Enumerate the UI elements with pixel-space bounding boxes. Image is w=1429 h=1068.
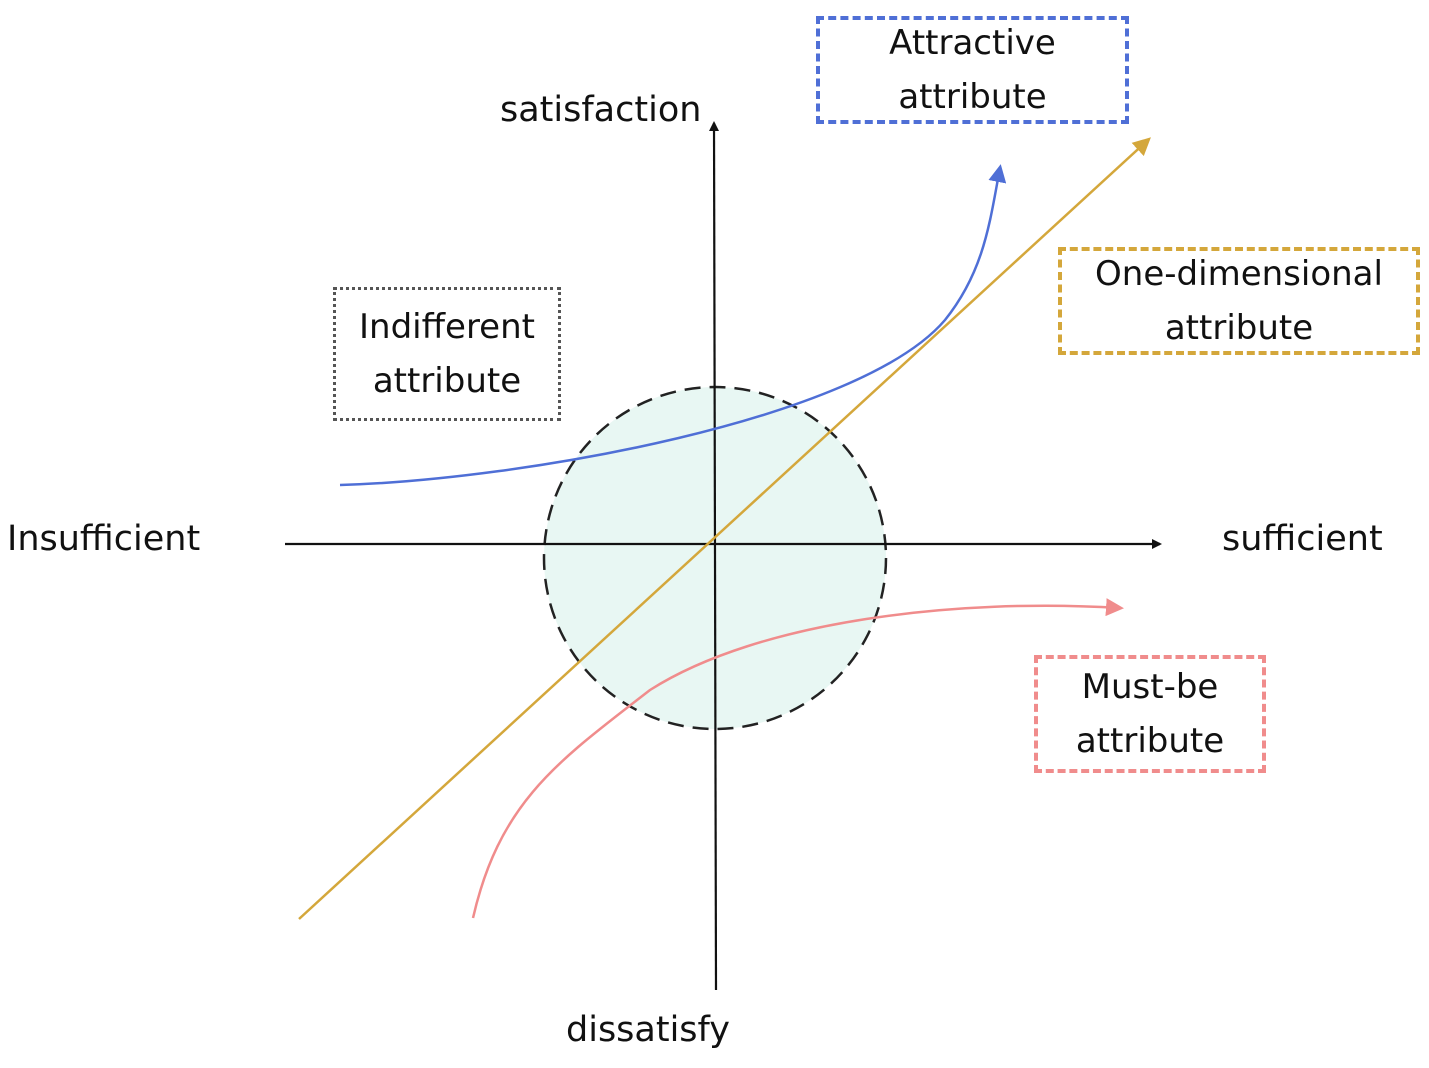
attractive-attribute-label-line1: Attractive xyxy=(889,23,1056,63)
must-be-attribute-label-line1: Must-be xyxy=(1081,667,1219,707)
axis-label-dissatisfy: dissatisfy xyxy=(566,1010,730,1050)
one-dimensional-attribute-label-line2: attribute xyxy=(1164,308,1314,348)
attractive-attribute-label-line2: attribute xyxy=(898,77,1047,117)
attractive-curve xyxy=(339,164,1007,487)
vertical-axis xyxy=(709,121,720,991)
indifferent-attribute-box: Indifferent attribute xyxy=(333,287,561,421)
attractive-attribute-box: Attractive attribute xyxy=(816,16,1129,124)
one-dimensional-curve xyxy=(298,137,1151,920)
one-dimensional-attribute-label-line1: One-dimensional xyxy=(1095,254,1383,294)
must-be-curve xyxy=(471,598,1124,919)
axis-label-insufficient: Insufficient xyxy=(7,519,201,559)
indifferent-attribute-label-line2: attribute xyxy=(372,361,522,401)
must-be-attribute-label-line2: attribute xyxy=(1075,721,1225,761)
one-dimensional-attribute-box: One-dimensional attribute xyxy=(1058,247,1420,355)
axis-label-satisfaction: satisfaction xyxy=(500,90,702,130)
axis-label-sufficient: sufficient xyxy=(1222,519,1383,559)
indifferent-attribute-label-line1: Indifferent xyxy=(359,307,535,347)
must-be-attribute-box: Must-be attribute xyxy=(1034,655,1266,773)
